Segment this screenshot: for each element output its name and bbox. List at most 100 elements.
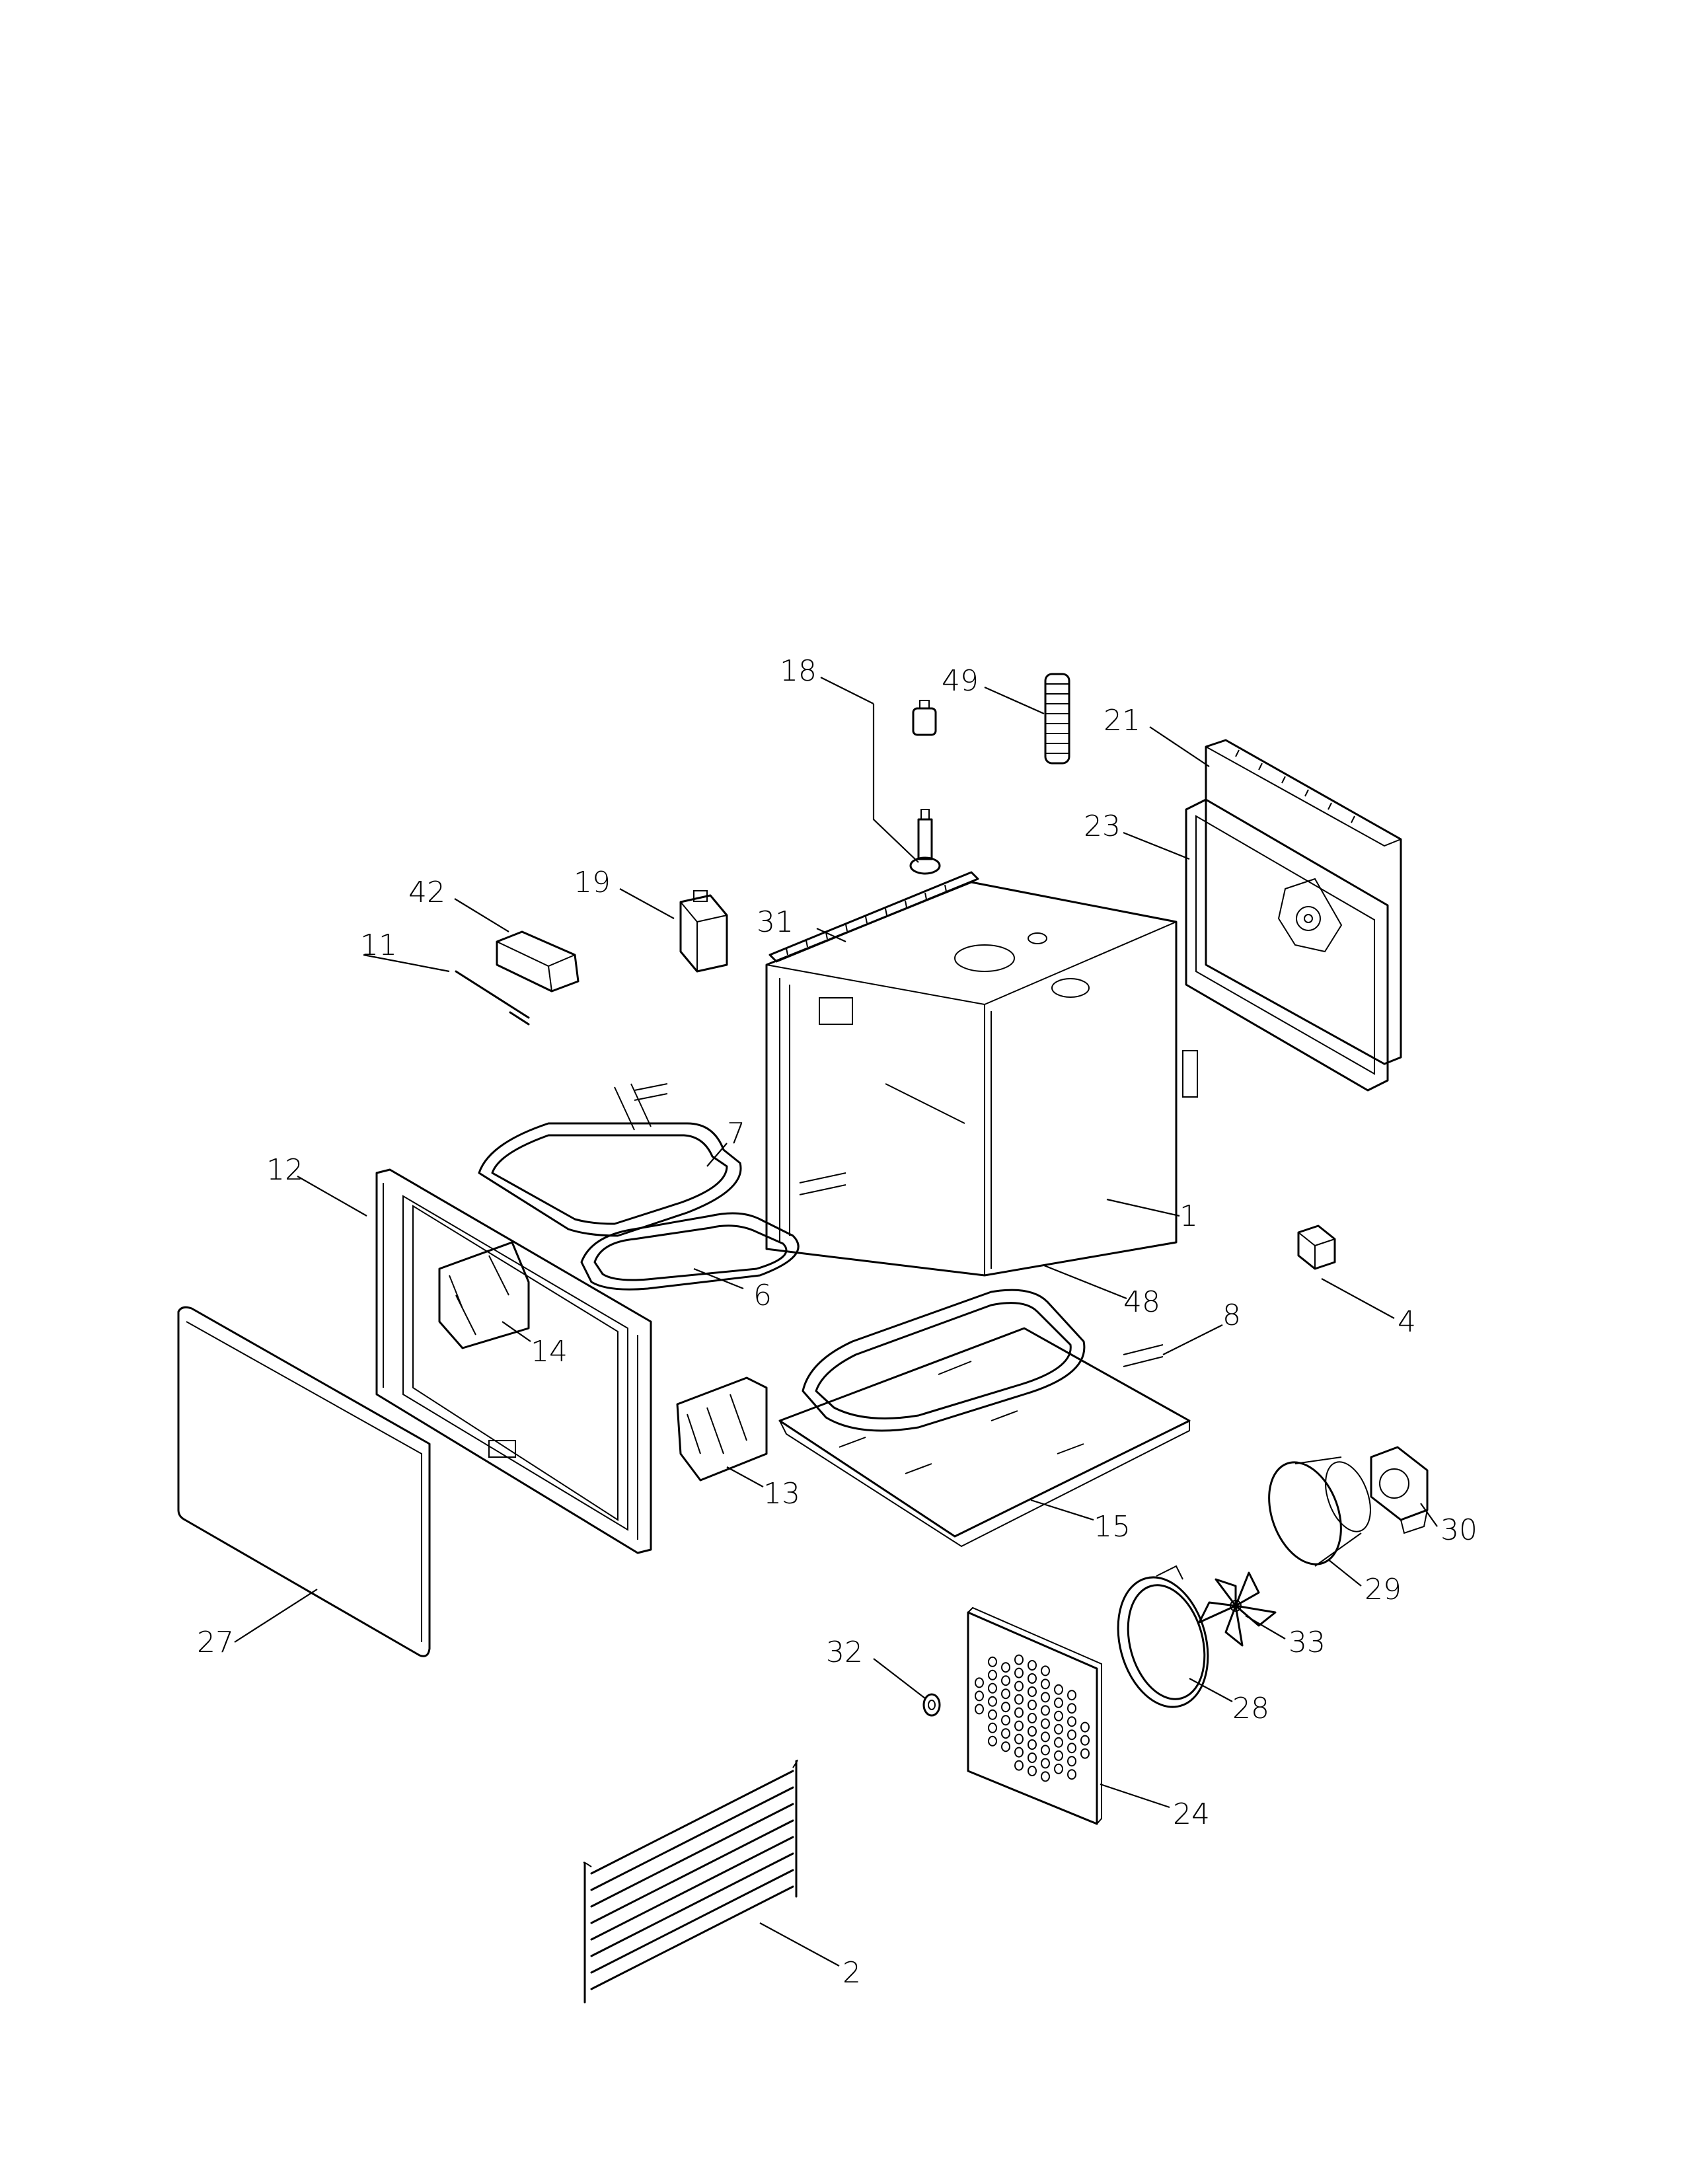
callout-12: 12 (266, 1153, 303, 1187)
grille-hole (988, 1709, 997, 1720)
callout-24: 24 (1173, 1797, 1210, 1831)
bottom-heating-element (802, 1289, 1164, 1432)
grille-hole (1067, 1769, 1076, 1780)
callout-48: 48 (1123, 1285, 1160, 1319)
callout-1: 1 (1180, 1199, 1198, 1233)
grille-hole (1028, 1739, 1037, 1750)
grille-hole (1067, 1690, 1076, 1701)
grille-hole (1041, 1731, 1050, 1743)
callout-7: 7 (727, 1117, 745, 1150)
front-frame (375, 1168, 652, 1554)
grille-hole (975, 1704, 984, 1715)
grille-hole (1014, 1733, 1024, 1745)
grille-hole (1054, 1737, 1063, 1748)
switch-block (679, 890, 728, 973)
grille-hole (1041, 1678, 1050, 1690)
callout-14: 14 (531, 1335, 568, 1369)
callout-49: 49 (942, 664, 979, 698)
grille-hole (1054, 1763, 1063, 1774)
callout-33: 33 (1289, 1626, 1326, 1659)
grille-hole (1001, 1662, 1010, 1673)
grille-hole (1014, 1680, 1024, 1692)
callout-21: 21 (1104, 704, 1141, 737)
right-shelf-support (676, 1376, 768, 1482)
base-pan (778, 1327, 1191, 1548)
callout-13: 13 (763, 1477, 800, 1511)
grille-hole (1028, 1726, 1037, 1737)
grille-hole (1014, 1720, 1024, 1731)
grille-hole (1001, 1741, 1010, 1752)
left-shelf-support (438, 1241, 530, 1349)
grille-hole (1028, 1660, 1037, 1671)
shelf-rack (583, 1759, 798, 2004)
callout-6: 6 (753, 1279, 772, 1312)
grille-hole (1041, 1771, 1050, 1782)
grille-hole (1054, 1684, 1063, 1695)
grille-hole (1080, 1748, 1090, 1759)
callout-31: 31 (757, 905, 794, 939)
grille-hole (1041, 1692, 1050, 1703)
door-switch (1297, 1224, 1336, 1270)
upper-heating-element (478, 1083, 742, 1237)
grille-hole (1014, 1747, 1024, 1758)
grille-hole (1001, 1702, 1010, 1713)
grille-hole (988, 1735, 997, 1747)
grille-hole (1014, 1654, 1024, 1665)
grille-hole (1028, 1752, 1037, 1763)
grille-hole (1001, 1675, 1010, 1686)
callout-29: 29 (1365, 1573, 1402, 1606)
grille-hole (1014, 1760, 1024, 1771)
rear-insulation-panel (1205, 739, 1402, 1065)
oven-cavity (765, 881, 1198, 1277)
grille-hole (1041, 1665, 1050, 1676)
nut (922, 1693, 941, 1717)
grille-hole (988, 1696, 997, 1707)
callout-2: 2 (842, 1956, 861, 1990)
top-insulation-strip (768, 871, 979, 963)
circular-heating-element (1117, 1565, 1209, 1708)
grille-hole (1028, 1673, 1037, 1684)
grille-hole (1067, 1703, 1076, 1714)
spring (1044, 673, 1070, 765)
grille-hole (1067, 1743, 1076, 1754)
grille-hole (1067, 1756, 1076, 1767)
grille-hole (988, 1682, 997, 1694)
callout-19: 19 (574, 866, 611, 899)
fan-motor-plate (1268, 1456, 1371, 1567)
grille-hole (1080, 1735, 1090, 1746)
callout-labels: 18 49 21 23 31 19 42 11 7 1 48 6 12 14 8… (197, 654, 1478, 1990)
grille-hole (988, 1656, 997, 1667)
callout-30: 30 (1441, 1513, 1478, 1547)
lower-heating-element (580, 1172, 846, 1291)
grille-hole (1014, 1707, 1024, 1718)
grille-hole (1067, 1729, 1076, 1741)
grille-hole (1080, 1721, 1090, 1733)
callout-27: 27 (197, 1626, 234, 1659)
grille-hole (1041, 1745, 1050, 1756)
grille-hole (988, 1722, 997, 1733)
grille-hole (988, 1669, 997, 1680)
grille-hole (1028, 1766, 1037, 1776)
grille-hole (1001, 1715, 1010, 1726)
thermostat-bulb-parts (909, 700, 941, 875)
grille-hole (1001, 1728, 1010, 1739)
bracket (496, 930, 580, 993)
callout-28: 28 (1232, 1692, 1269, 1725)
callout-18: 18 (780, 654, 817, 688)
grille-hole (1054, 1697, 1063, 1708)
sensor-rod (455, 970, 530, 1026)
fan-cover (967, 1606, 1102, 1825)
grille-hole (1028, 1686, 1037, 1697)
grille-hole (1014, 1667, 1024, 1678)
rear-plate (1185, 798, 1389, 1092)
callout-23: 23 (1084, 810, 1121, 843)
fan-motor (1370, 1446, 1429, 1534)
callout-15: 15 (1094, 1510, 1131, 1544)
grille-hole (1014, 1694, 1024, 1705)
door-glass (177, 1306, 431, 1657)
fan-blade (1198, 1571, 1277, 1647)
grille-hole (1054, 1750, 1063, 1761)
grille-hole (1054, 1723, 1063, 1735)
grille-hole (1041, 1758, 1050, 1769)
